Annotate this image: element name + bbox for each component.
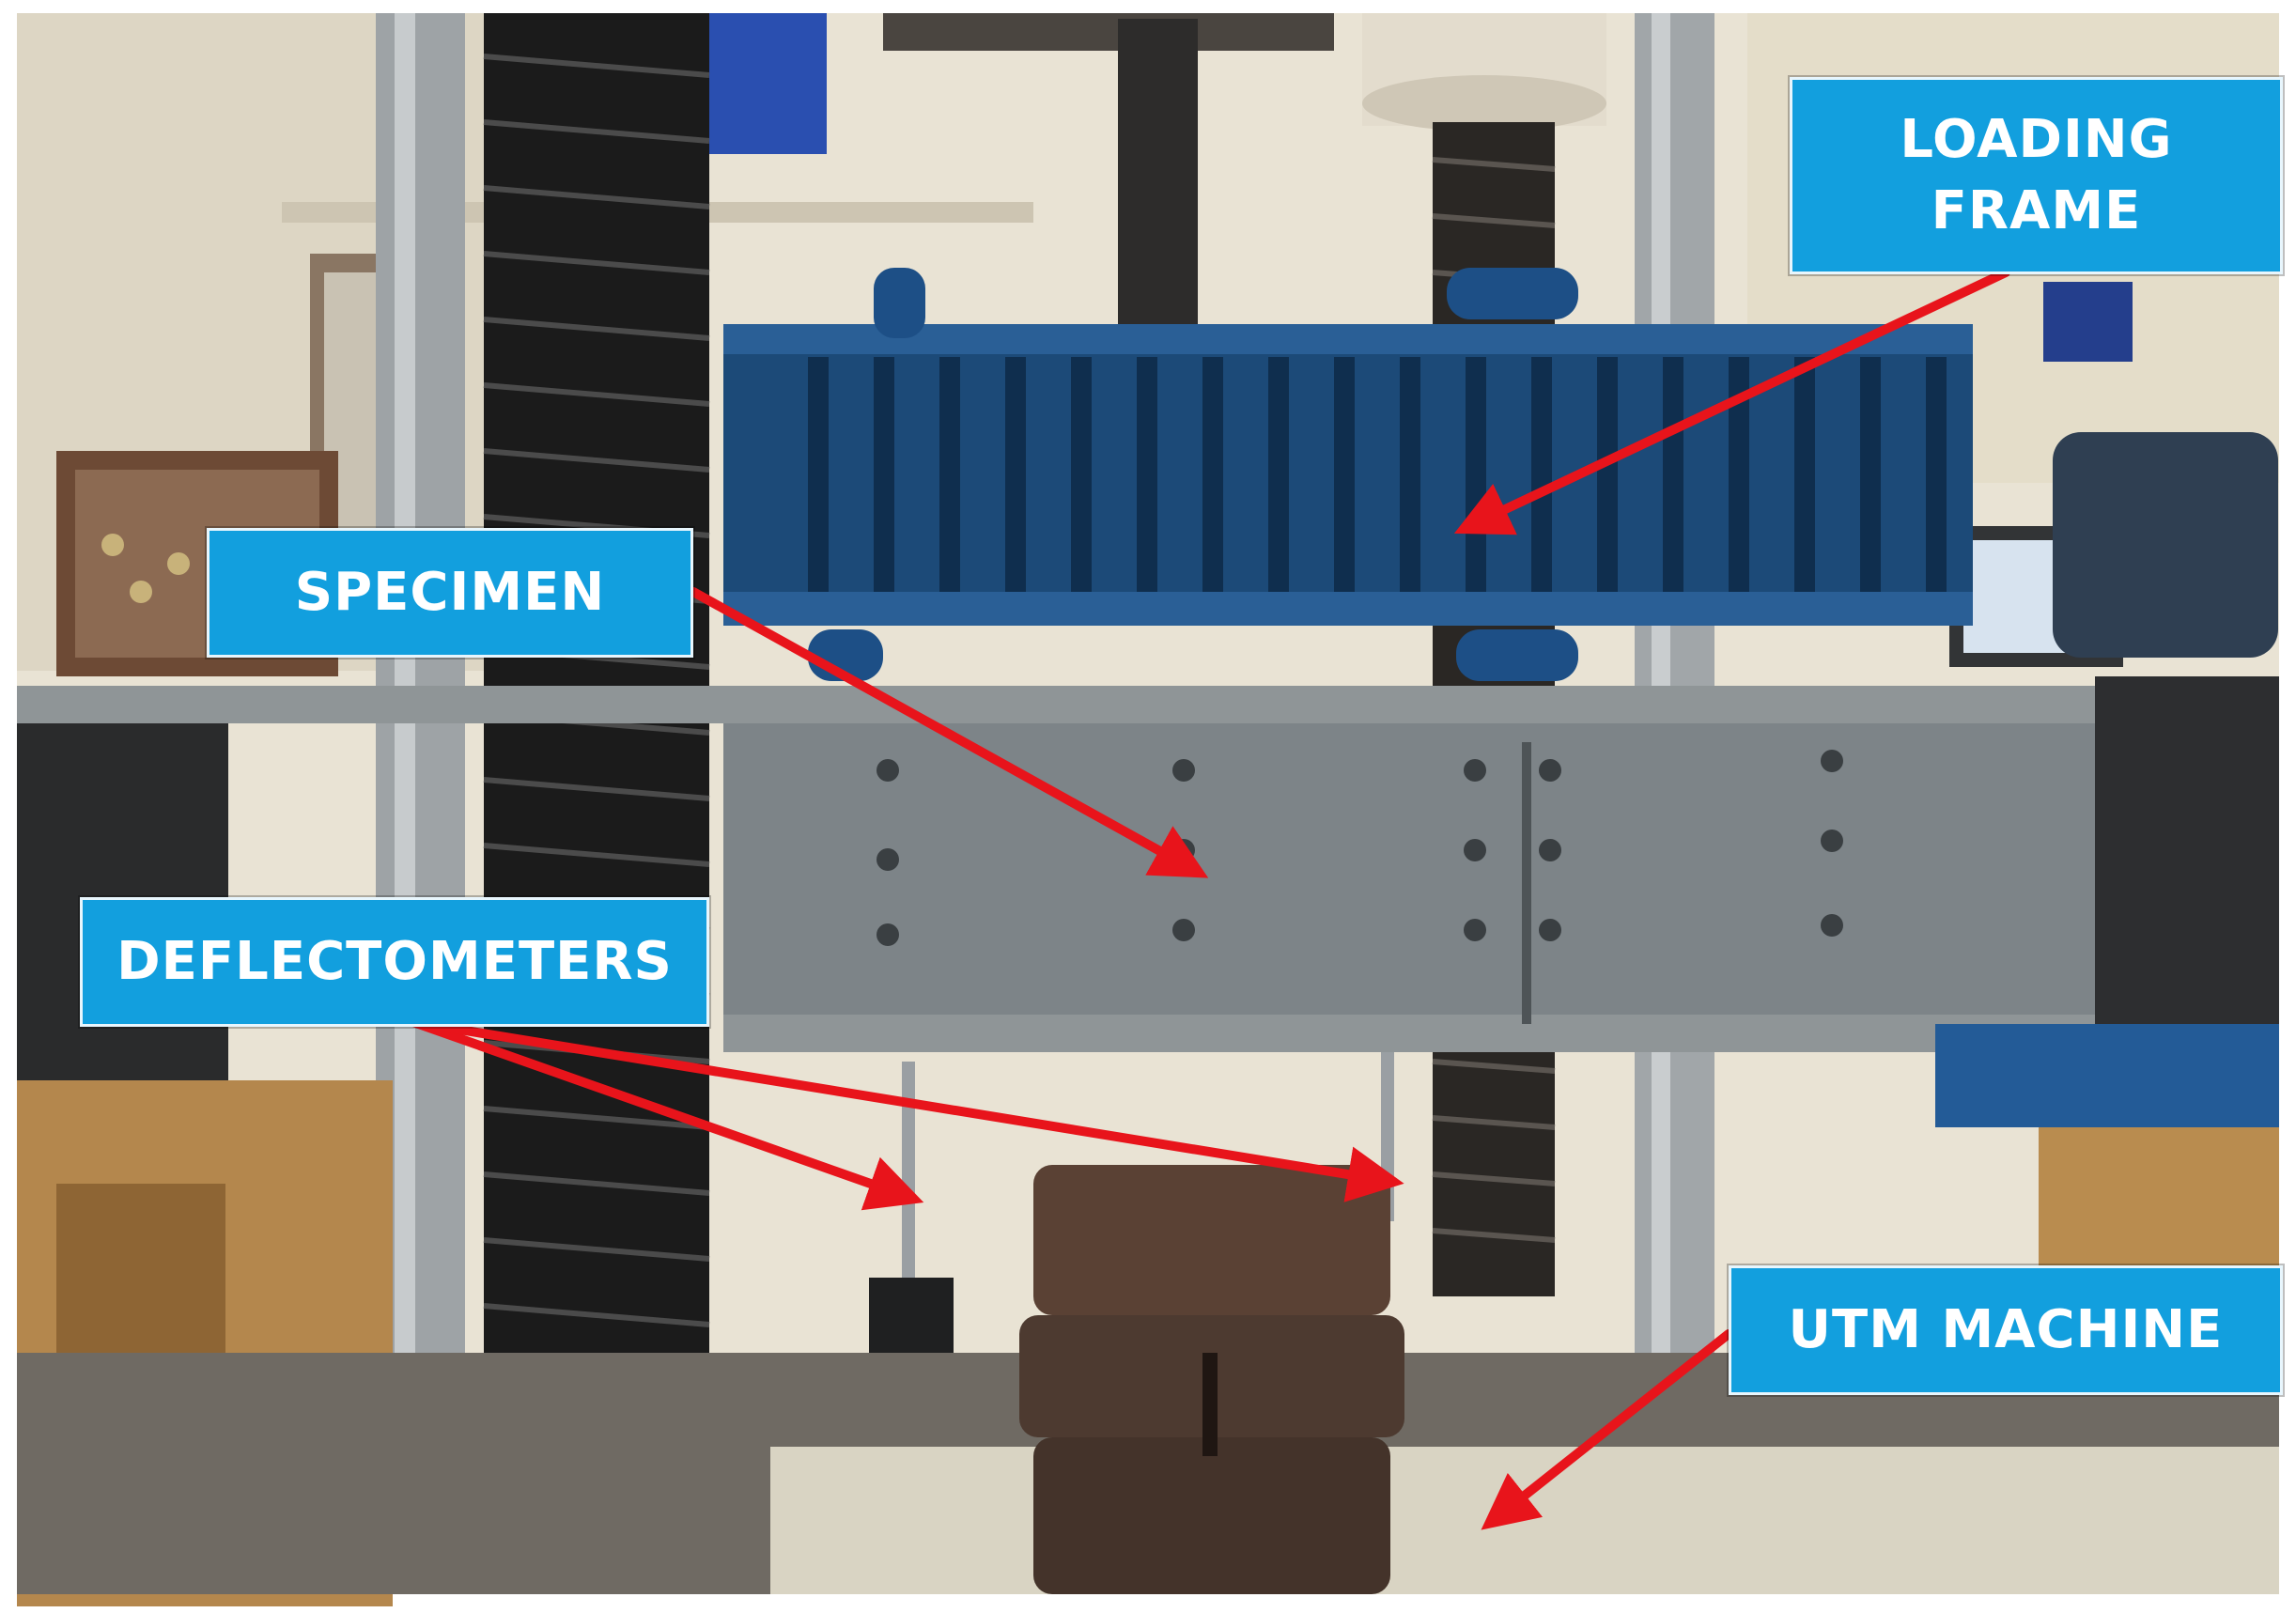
left-threaded-column <box>484 13 709 1594</box>
wall-sign <box>2043 282 2133 362</box>
notice-board <box>705 13 827 154</box>
loading-frame-label-line1: LOADING <box>1900 109 2173 171</box>
machine-head <box>883 13 1334 51</box>
loading-frame-label-line2: FRAME <box>1931 180 2142 241</box>
utm-machine-label-text: UTM MACHINE <box>1788 1299 2224 1361</box>
center-platen <box>1019 1165 1404 1594</box>
utm-machine-label: UTM MACHINE <box>1729 1265 2283 1395</box>
loading-frame-label: LOADING FRAME <box>1790 77 2283 274</box>
loading-frame-beam <box>723 268 1973 681</box>
specimen-label-text: SPECIMEN <box>294 562 606 624</box>
deflectometer-left <box>902 1062 915 1296</box>
deflectometers-label: DEFLECTOMETERS <box>80 897 709 1027</box>
right-support <box>1935 1024 2279 1127</box>
specimen-label: SPECIMEN <box>207 528 693 658</box>
deflectometers-label-text: DEFLECTOMETERS <box>116 931 673 993</box>
